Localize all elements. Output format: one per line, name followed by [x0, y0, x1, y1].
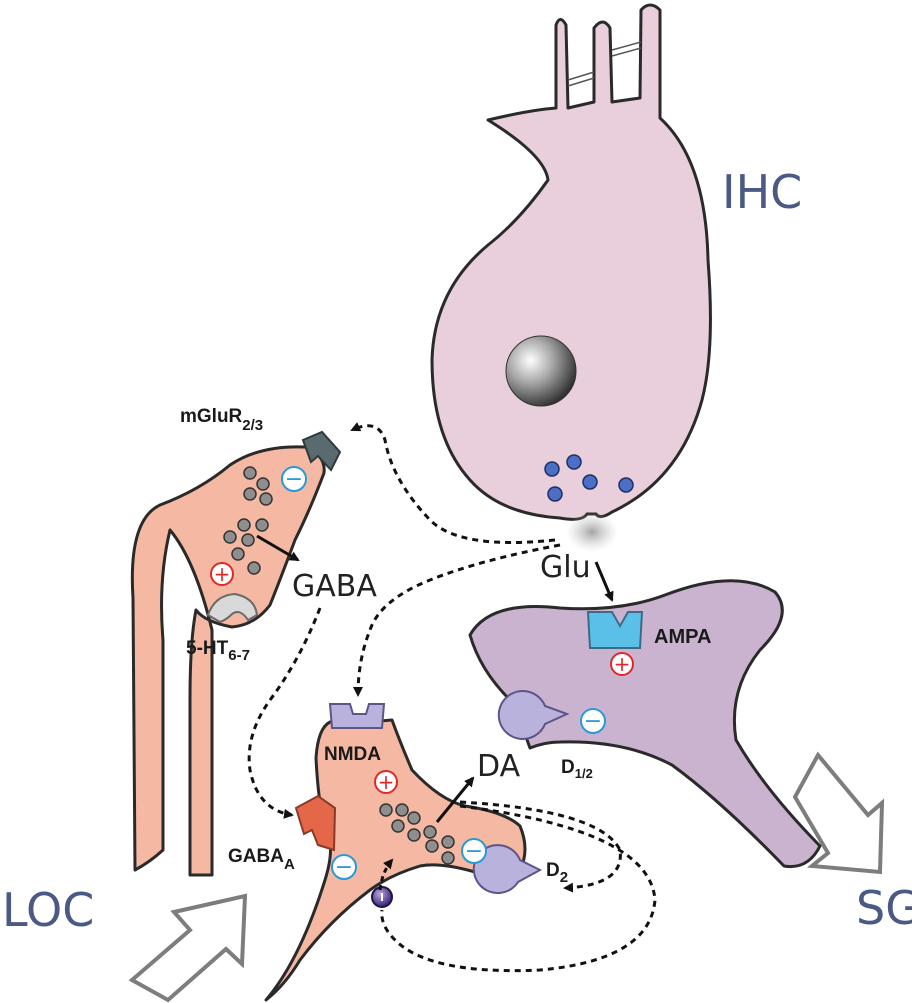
ihc-vesicles	[544, 454, 634, 502]
gabaa-label: GABAA	[228, 846, 295, 873]
loc-lower-vesicles	[379, 803, 455, 865]
loc-upper-body	[130, 445, 326, 877]
gaba-label: GABA	[292, 569, 377, 604]
loc-upper-vesicles	[223, 466, 273, 575]
da-to-d2-dotted-arrow	[459, 800, 622, 893]
svg-text:−: −	[584, 709, 602, 734]
svg-text:−: −	[465, 839, 483, 864]
glu-to-ampa-arrow	[594, 561, 614, 602]
gabaa-receptor	[294, 794, 337, 852]
sg-output-arrow	[792, 751, 885, 875]
mglur-receptor	[301, 430, 342, 472]
loc-upper-plus-badge: +	[210, 562, 234, 586]
svg-text:−: −	[285, 467, 303, 492]
loc-lower-terminal	[264, 703, 543, 1002]
da-reuptake-dotted-arrow	[380, 804, 657, 973]
loc-upper-minus-badge: −	[281, 466, 307, 492]
d2-receptor	[472, 844, 543, 895]
transporter-to-terminal-dotted-arrow	[378, 858, 394, 891]
ampa-receptor	[586, 611, 644, 649]
mglur-label: mGluR2/3	[180, 406, 263, 434]
ihc-body	[430, 3, 712, 521]
d12-receptor	[497, 690, 570, 740]
loc-lower-plus-badge: +	[374, 770, 398, 794]
sg-body	[468, 579, 822, 869]
da-label: DA	[477, 749, 521, 784]
ampa-label: AMPA	[654, 626, 711, 648]
nmda-label: NMDA	[324, 744, 381, 765]
ht-label: 5-HT6-7	[186, 638, 250, 664]
ht-receptor	[206, 592, 259, 624]
d2-label: D2	[546, 860, 568, 886]
vesicle-to-da-arrow	[435, 776, 475, 823]
loc-upper-terminal	[130, 430, 342, 877]
svg-text:+: +	[614, 652, 631, 676]
svg-text:−: −	[335, 855, 353, 880]
svg-text:+: +	[378, 770, 395, 794]
sg-label: SG	[856, 881, 912, 935]
glu-to-nmda-dotted-arrow	[353, 543, 561, 697]
gaba-to-gabaa-dotted-arrow	[247, 607, 322, 819]
svg-text:+: +	[214, 562, 231, 586]
d12-minus-badge: −	[580, 708, 606, 734]
ampa-plus-badge: +	[610, 652, 634, 676]
sg-afferent	[468, 579, 822, 869]
vesicle-to-gaba-arrow	[256, 534, 300, 562]
ihc-label: IHC	[722, 165, 802, 219]
d12-label: D1/2	[561, 757, 593, 781]
glu-to-mglur-dotted-arrow	[350, 422, 556, 544]
gabaa-minus-badge: −	[331, 854, 357, 880]
glutamate-release-glow	[566, 512, 618, 552]
ihc-cell	[430, 3, 712, 552]
glu-label: Glu	[540, 550, 591, 585]
d2-side-minus-badge: −	[461, 838, 487, 864]
ihc-nucleus	[505, 335, 577, 407]
nmda-receptor	[328, 703, 386, 729]
loc-input-arrow	[128, 893, 248, 1003]
loc-label: LOC	[2, 883, 94, 937]
